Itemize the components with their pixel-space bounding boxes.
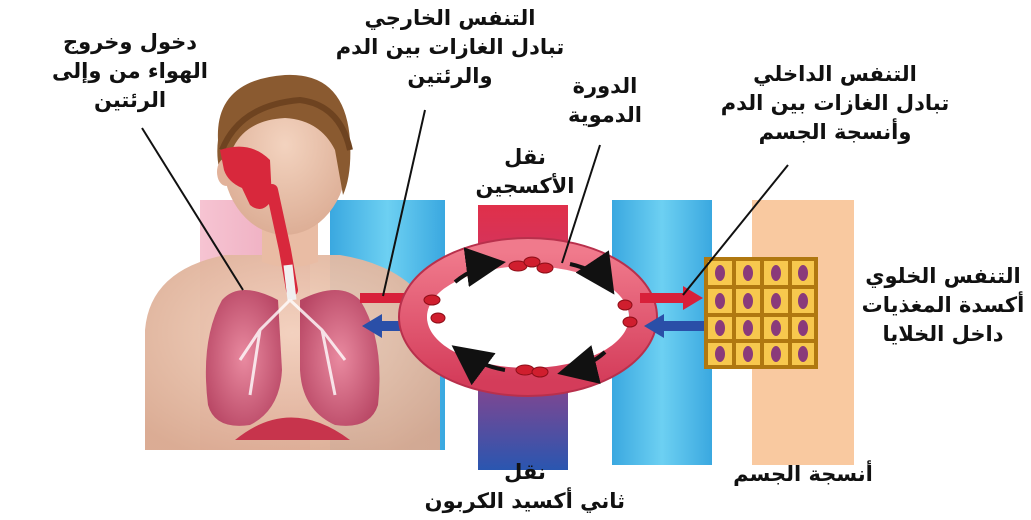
label-cellular-respiration: التنفس الخلوي أكسدة المغذيات داخل الخلاي…: [858, 262, 1028, 349]
label-oxygen-transport: نقل الأكسجين: [465, 143, 585, 201]
tissue-cells: [705, 258, 817, 368]
circulation-ring: [399, 238, 657, 396]
label-body-tissues: أنسجة الجسم: [728, 460, 878, 489]
label-ventilation: دخول وخروج الهواء من وإلى الرئتين: [30, 28, 230, 115]
label-external-respiration: التنفس الخارجي تبادل الغازات بين الدم وا…: [320, 4, 580, 91]
label-co2-transport: نقل ثاني أكسيد الكربون: [425, 458, 625, 516]
label-circulation: الدورة الدموية: [555, 72, 655, 130]
label-internal-respiration: التنفس الداخلي تبادل الغازات بين الدم وأ…: [700, 60, 970, 147]
